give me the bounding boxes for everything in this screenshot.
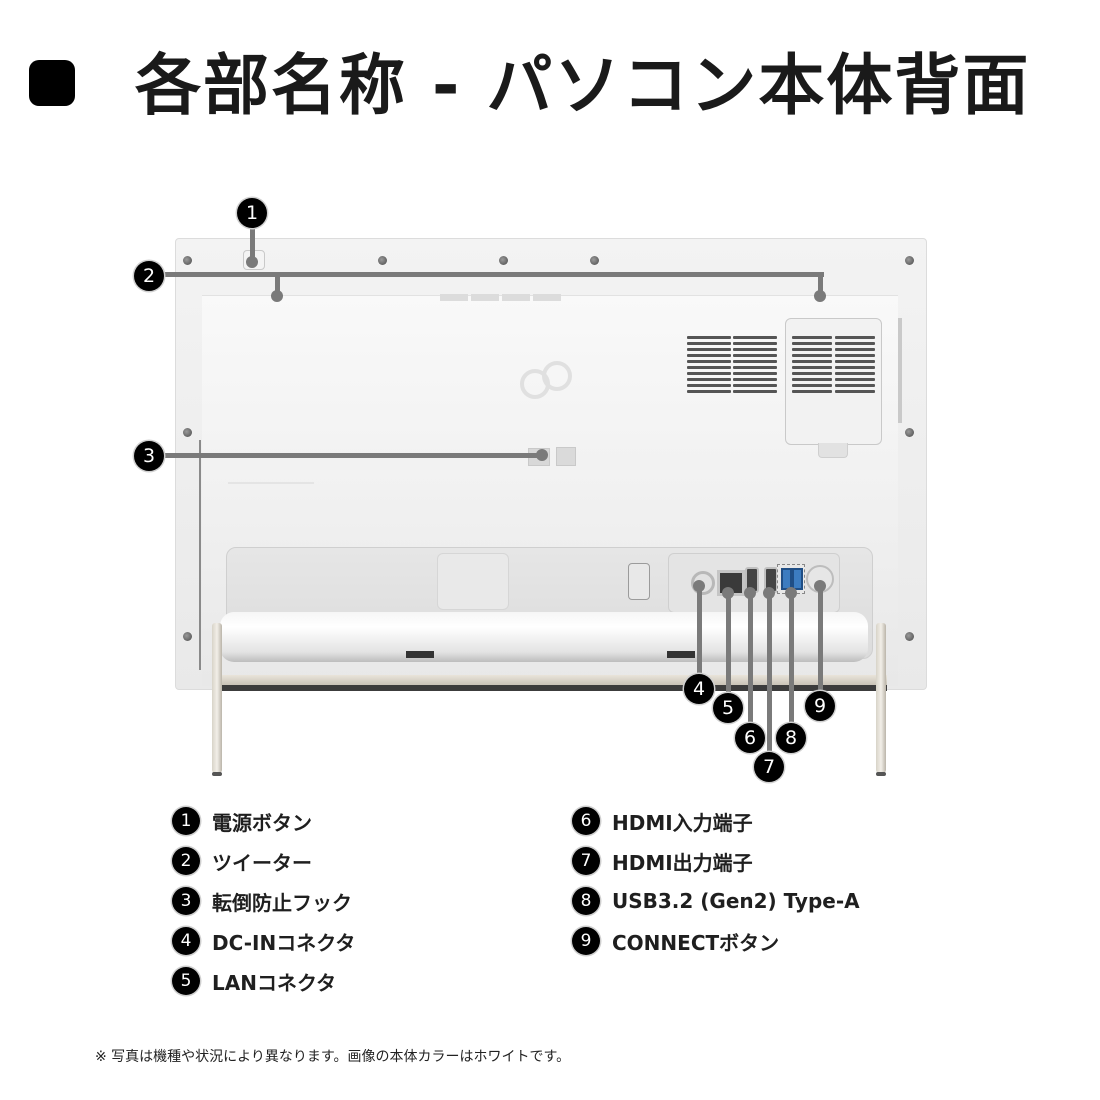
footnote: ※ 写真は機種や状況により異なります。画像の本体カラーはホワイトです。 (95, 1049, 571, 1065)
page-title: 各部名称 - パソコン本体背面 (135, 47, 1031, 124)
legend-number-badge: 1 (172, 807, 200, 835)
legend-number-badge: 2 (172, 847, 200, 875)
legend-number-badge: 7 (572, 847, 600, 875)
panel-seam (228, 482, 314, 484)
legend-left-column: 1 電源ボタン 2 ツイーター 3 転倒防止フック 4 DC-INコネクタ 5 … (172, 804, 355, 998)
screw-icon (183, 428, 192, 437)
bay-window (437, 553, 509, 610)
legend-item: 4 DC-INコネクタ (172, 924, 355, 958)
leader-dot-7 (763, 587, 775, 599)
screw-icon (905, 256, 914, 265)
leader-dot-6 (744, 587, 756, 599)
usb-port-icon (792, 568, 803, 590)
leader-dot-8 (785, 587, 797, 599)
vent-grille (835, 336, 875, 393)
vent-grille (733, 336, 777, 393)
legend-label: LANコネクタ (212, 970, 337, 995)
legend-label: 転倒防止フック (212, 890, 352, 915)
stand-foot (876, 772, 886, 776)
legend-label: DC-INコネクタ (212, 930, 356, 955)
screw-icon (183, 256, 192, 265)
vent-grille (792, 336, 832, 393)
stand-leg-right (876, 623, 886, 773)
cover-tab (818, 443, 848, 458)
stand-crossbar (213, 675, 887, 691)
screw-icon (590, 256, 599, 265)
brand-logo-icon (520, 361, 572, 399)
leader-line-1 (250, 228, 255, 262)
leader-dot-1 (246, 256, 258, 268)
leader-line-6 (748, 590, 753, 728)
screw-icon (183, 632, 192, 641)
legend-item: 5 LANコネクタ (172, 964, 355, 998)
legend-number-badge: 4 (172, 927, 200, 955)
screw-icon (905, 428, 914, 437)
leader-line-9 (818, 583, 823, 693)
callout-badge-8: 8 (776, 723, 806, 753)
leader-line-2b (818, 272, 823, 296)
stand-hinge-bar (220, 612, 868, 662)
anti-tip-hook-slot (556, 447, 576, 466)
legend-label: USB3.2 (Gen2) Type-A (612, 889, 860, 913)
leader-line-2a (275, 272, 280, 296)
legend-item: 6 HDMI入力端子 (572, 804, 860, 838)
stand-leg-left (212, 623, 222, 773)
leader-line-8 (789, 590, 794, 728)
legend-number-badge: 9 (572, 927, 600, 955)
screw-icon (499, 256, 508, 265)
leader-line-3 (160, 453, 540, 458)
screw-icon (905, 632, 914, 641)
memory-cover (785, 318, 882, 445)
slide-switch (628, 563, 650, 600)
legend-label: ツイーター (212, 850, 312, 875)
leader-line-4 (697, 583, 702, 683)
title-bullet-square (29, 60, 75, 106)
legend-number-badge: 5 (172, 967, 200, 995)
leader-dot-5 (722, 587, 734, 599)
leader-dot-2b (814, 290, 826, 302)
screw-icon (378, 256, 387, 265)
legend-number-badge: 8 (572, 887, 600, 915)
top-vent-slots (440, 294, 561, 301)
legend-item: 7 HDMI出力端子 (572, 844, 860, 878)
callout-badge-5: 5 (713, 693, 743, 723)
leader-dot-2a (271, 290, 283, 302)
callout-badge-3: 3 (134, 441, 164, 471)
callout-badge-4: 4 (684, 674, 714, 704)
leader-line-2 (160, 272, 824, 277)
callout-badge-7: 7 (754, 752, 784, 782)
leader-dot-4 (693, 580, 705, 592)
hinge-slot (667, 651, 695, 658)
callout-badge-9: 9 (805, 691, 835, 721)
connect-button-icon (806, 565, 834, 593)
leader-dot-9 (814, 580, 826, 592)
legend-item: 1 電源ボタン (172, 804, 355, 838)
legend-number-badge: 3 (172, 887, 200, 915)
legend-item: 8 USB3.2 (Gen2) Type-A (572, 884, 860, 918)
vent-grille (687, 336, 731, 393)
legend-item: 9 CONNECTボタン (572, 924, 860, 958)
callout-badge-1: 1 (237, 198, 267, 228)
side-edge (898, 318, 902, 423)
left-rail (199, 440, 201, 670)
leader-dot-3 (536, 449, 548, 461)
legend-item: 3 転倒防止フック (172, 884, 355, 918)
callout-badge-6: 6 (735, 723, 765, 753)
callout-badge-2: 2 (134, 261, 164, 291)
legend-label: 電源ボタン (212, 810, 312, 835)
stand-foot (212, 772, 222, 776)
leader-line-7 (767, 590, 772, 758)
legend-label: HDMI入力端子 (612, 810, 753, 835)
hinge-slot (406, 651, 434, 658)
legend-item: 2 ツイーター (172, 844, 355, 878)
legend-label: CONNECTボタン (612, 930, 780, 955)
legend-right-column: 6 HDMI入力端子 7 HDMI出力端子 8 USB3.2 (Gen2) Ty… (572, 804, 860, 958)
legend-number-badge: 6 (572, 807, 600, 835)
legend-label: HDMI出力端子 (612, 850, 753, 875)
leader-line-5 (726, 590, 731, 700)
